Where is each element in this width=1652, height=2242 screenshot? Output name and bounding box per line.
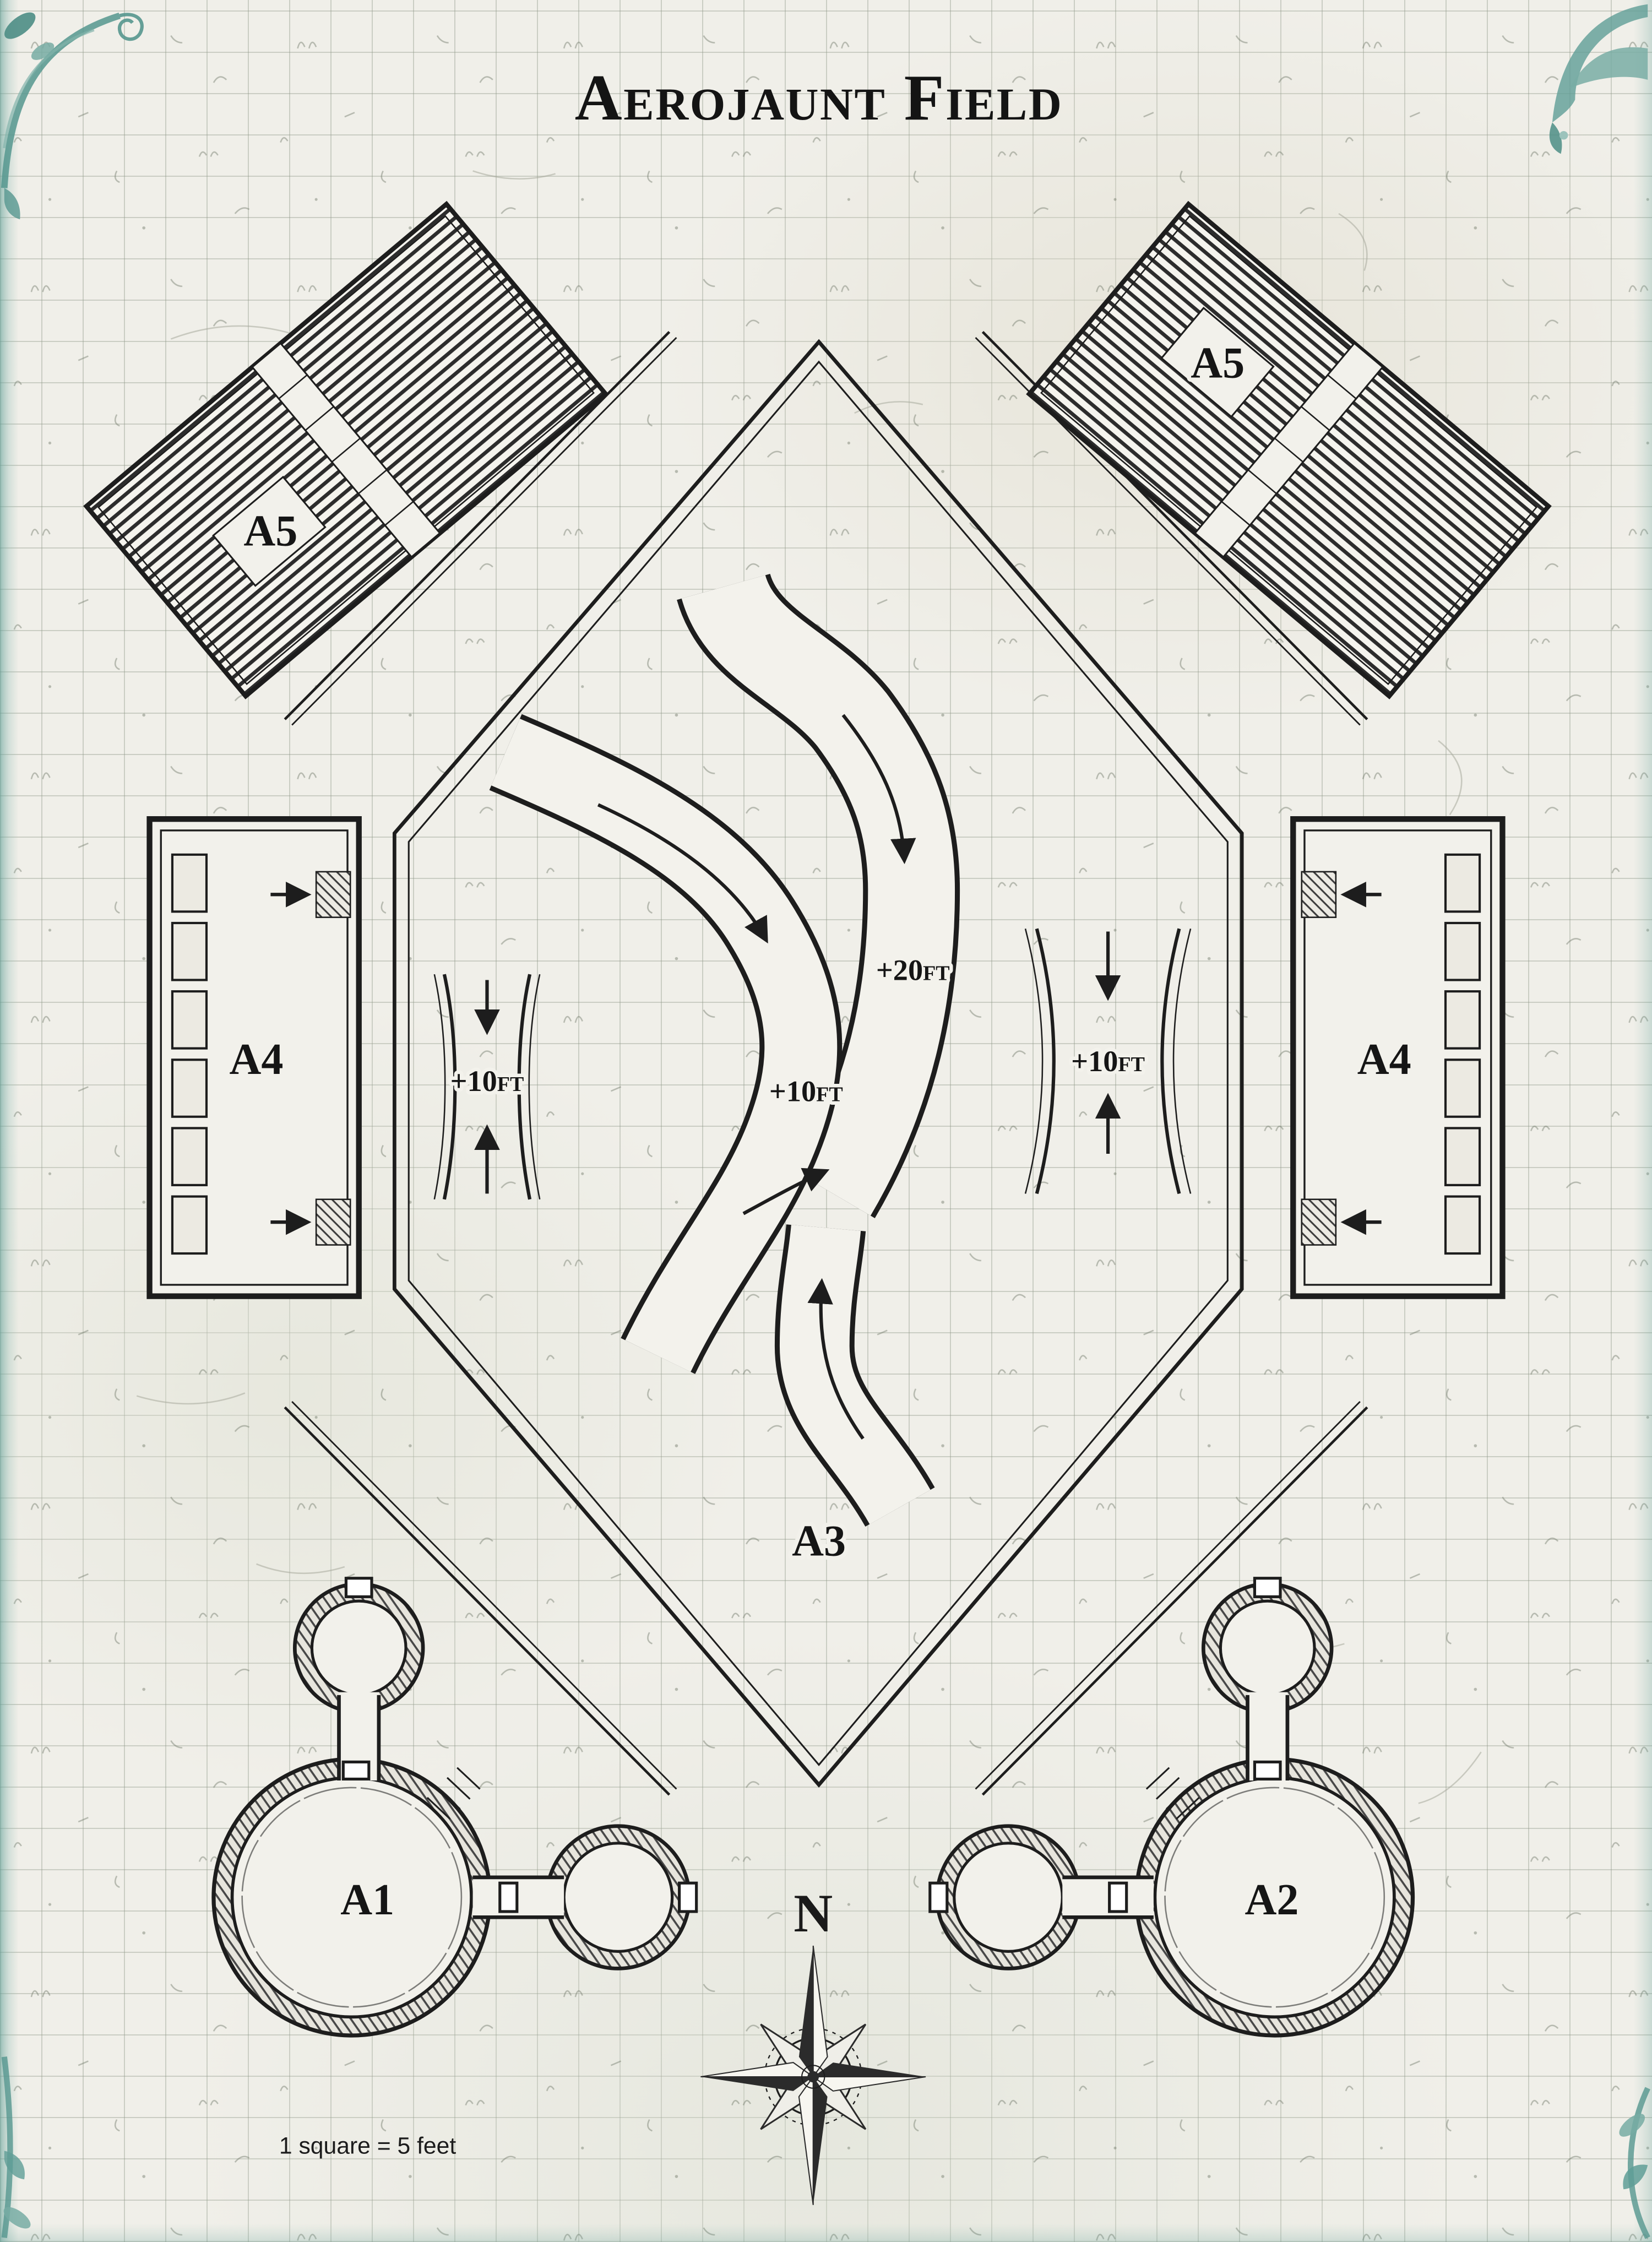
corner-flourish-bottom-left-icon	[1, 2056, 31, 2238]
corridor-walls	[1062, 1875, 1154, 1919]
annex-top-inner	[310, 1599, 407, 1697]
wind-ribbons	[489, 572, 960, 1527]
door	[341, 1760, 371, 1781]
label-a5-left: A5	[243, 507, 297, 556]
door	[1253, 1577, 1282, 1598]
wind-label-mid: +10ft	[769, 1074, 843, 1108]
compass-main-rays	[700, 1945, 926, 2205]
label-a1: A1	[340, 1876, 394, 1924]
ribbon-body	[681, 573, 955, 1216]
door	[344, 1577, 373, 1598]
ribbon-body	[491, 718, 838, 1372]
entry-stairs-hatch	[315, 871, 351, 918]
bench-rows	[1444, 853, 1481, 1255]
corridor-walls	[472, 1875, 564, 1919]
label-a3: A3	[792, 1517, 846, 1565]
aisle-steps	[1221, 374, 1357, 526]
door	[678, 1881, 698, 1913]
flow-arrow-up-right	[742, 1168, 830, 1215]
wind-ribbon-s-curve	[489, 714, 843, 1375]
annex-top-inner	[1219, 1599, 1316, 1697]
tower-a1	[211, 1577, 698, 2038]
hexagon-inner-line	[407, 360, 1229, 1766]
flow-arrow-up	[807, 1278, 865, 1440]
stand-a4-right	[1290, 816, 1506, 1299]
label-a2: A2	[1245, 1876, 1299, 1924]
bench-rows	[171, 853, 208, 1255]
venturi-wall-line	[442, 974, 457, 1200]
grandstand-a5-left	[83, 200, 609, 699]
annex-side-inner	[562, 1842, 674, 1953]
compass-rose-icon	[700, 1945, 926, 2205]
door	[928, 1881, 949, 1913]
updraft-venturi-left	[433, 974, 541, 1200]
edge-tint-left	[0, 0, 19, 2242]
grandstand-a5-right	[1026, 200, 1552, 699]
scale-note: 1 square = 5 feet	[279, 2133, 456, 2159]
venturi-wall-line	[528, 974, 541, 1200]
label-a4-left: A4	[230, 1035, 284, 1084]
edge-tint-right	[1633, 0, 1652, 2242]
wind-label-left: +10ft	[450, 1065, 524, 1098]
venturi-wall-line	[433, 974, 446, 1200]
corner-flourish-top-left-icon	[1, 12, 144, 220]
door	[498, 1881, 519, 1913]
label-a4-right: A4	[1357, 1035, 1411, 1084]
entry-stairs-hatch	[315, 1198, 351, 1246]
stairs-hatch	[426, 1767, 481, 1820]
wind-label-main: +20ft	[876, 953, 950, 986]
entry-stairs-hatch	[1301, 871, 1337, 918]
stand-a4-left	[146, 816, 362, 1299]
edge-tint-bottom	[0, 2223, 1652, 2242]
corner-flourish-top-right-icon	[1549, 4, 1648, 154]
neck-walls	[337, 1695, 381, 1781]
corner-rail-line	[284, 1406, 671, 1796]
rotunda-facet-line	[241, 1787, 463, 2008]
rotunda-facet-line	[1164, 1787, 1385, 2008]
flow-arrow-down	[841, 714, 916, 865]
ribbon-body	[779, 1224, 931, 1525]
aisle-steps	[278, 374, 414, 526]
entry-stairs-hatch	[1301, 1198, 1337, 1246]
venturi-wall-line	[1172, 929, 1192, 1194]
wind-ribbon-bottom	[774, 1224, 935, 1527]
corner-rail-line	[291, 336, 677, 726]
venturi-wall-line	[1035, 928, 1056, 1195]
label-plate	[212, 475, 327, 587]
label-plate	[1160, 306, 1275, 418]
tower-a2	[928, 1577, 1415, 2038]
corner-rail-line	[975, 1401, 1361, 1790]
page-title: Aerojaunt Field	[575, 61, 1063, 134]
door	[1108, 1881, 1128, 1913]
flow-arrow-diagonal	[597, 803, 768, 944]
door	[1253, 1760, 1282, 1781]
stand-inner-line	[160, 829, 349, 1286]
corner-rail-line	[291, 1401, 677, 1790]
updraft-venturi-right	[1024, 928, 1192, 1195]
venturi-wall-line	[1024, 929, 1044, 1194]
neck-walls	[1246, 1695, 1290, 1781]
wind-ribbon-main	[677, 572, 960, 1218]
wind-label-right: +10ft	[1071, 1045, 1145, 1078]
corner-flourish-bottom-right-icon	[1619, 2087, 1650, 2239]
annex-side-inner	[953, 1842, 1064, 1953]
north-label: N	[794, 1883, 833, 1944]
stairs-hatch	[1145, 1767, 1200, 1820]
label-a5-right: A5	[1191, 339, 1245, 387]
field-a3-hexagon	[393, 339, 1244, 1788]
venturi-wall-line	[1160, 928, 1181, 1195]
venturi-wall-line	[517, 974, 532, 1200]
stand-inner-line	[1303, 829, 1492, 1286]
corner-rail-line	[981, 1406, 1368, 1796]
hexagon-outer-line	[393, 339, 1244, 1788]
